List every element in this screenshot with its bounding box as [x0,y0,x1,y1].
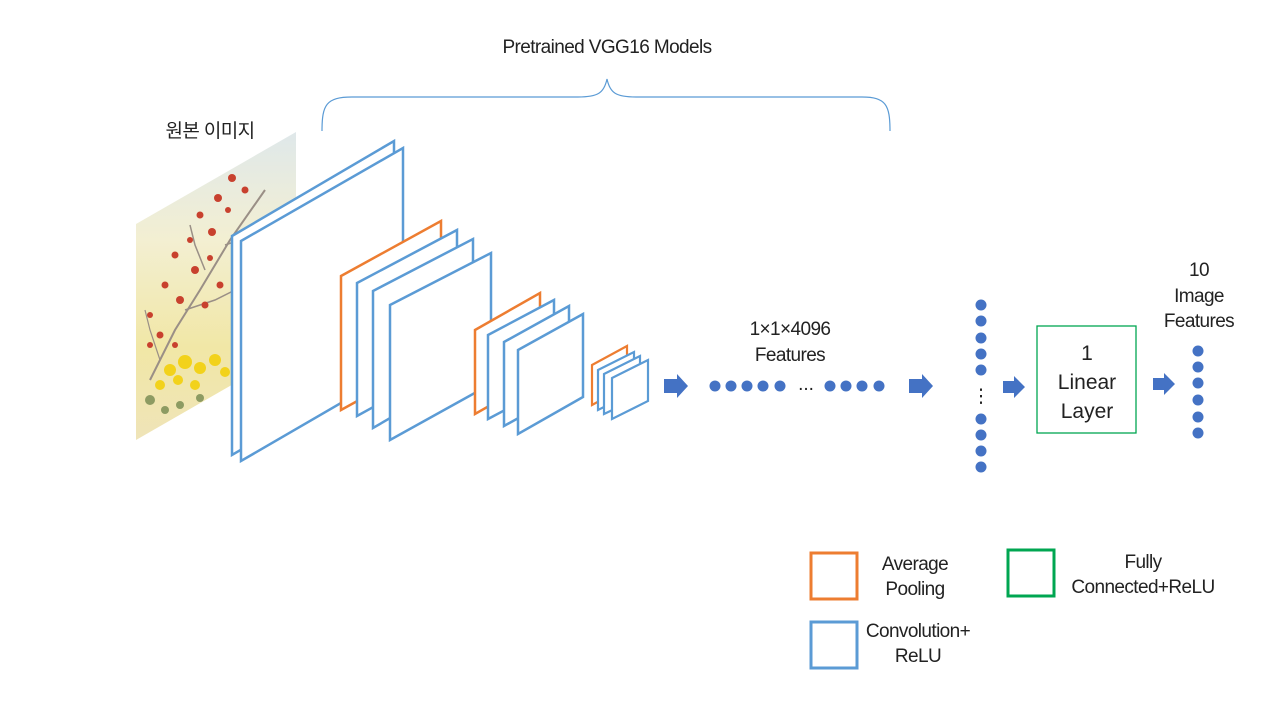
output-dot [1192,377,1204,389]
features-label-line2: Features [755,345,825,366]
features-ellipsis: ... [798,374,814,395]
output-dot [1192,427,1204,439]
output-dot [1192,345,1204,357]
legend-swatch-conv-relu [809,620,859,670]
legend-conv-relu-line2: ReLU [895,646,941,667]
feature-dot [856,380,868,392]
column-dot [975,332,987,344]
linear-layer-label-line3: Layer [1061,400,1114,423]
column-dot [975,299,987,311]
column-dot [975,413,987,425]
legend-fully-connected-line1: Fully [1124,552,1162,573]
right-arrow-icon [909,374,933,398]
model-brace [321,78,891,132]
output-dot [1192,394,1204,406]
legend-fully-connected-line2: Connected+ReLU [1071,577,1214,598]
output-label-line1: 10 [1189,260,1209,281]
legend-conv-relu-line1: Convolution+ [866,621,971,642]
legend: Average Pooling Fully Connected+ReLU Con… [809,548,1215,670]
linear-layer-label-line2: Linear [1058,371,1116,394]
linear-layer-box [1036,325,1137,434]
feature-dot [774,380,786,392]
column-dot [975,429,987,441]
output-label-line2: Image [1174,286,1224,307]
right-arrow-icon [1003,376,1025,398]
output-label-line3: Features [1164,311,1234,332]
column-dot [975,315,987,327]
conv-layer-3c [516,311,585,437]
feature-dot [873,380,885,392]
vertical-ellipsis: ⋮ [972,386,991,407]
column-dot [975,445,987,457]
right-arrow-icon [1153,373,1175,395]
output-dot [1192,411,1204,423]
output-dot [1192,361,1204,373]
input-image-label: 원본 이미지 [165,120,254,142]
features-label-line1: 1×1×4096 [750,319,831,340]
feature-dot [824,380,836,392]
legend-avg-pool-line1: Average [882,554,948,575]
linear-layer-label-line1: 1 [1081,342,1093,365]
right-arrow-icon [664,374,688,398]
legend-swatch-fully-connected [1006,548,1056,598]
feature-dot [725,380,737,392]
conv-layer-4c [610,358,650,421]
column-dot [975,461,987,473]
feature-dot [840,380,852,392]
column-dot [975,364,987,376]
diagram-title: Pretrained VGG16 Models [502,37,711,58]
legend-swatch-avg-pool [809,551,859,601]
feature-dot [757,380,769,392]
feature-dot [709,380,721,392]
column-dot [975,348,987,360]
legend-avg-pool-line2: Pooling [885,579,944,600]
feature-dot [741,380,753,392]
